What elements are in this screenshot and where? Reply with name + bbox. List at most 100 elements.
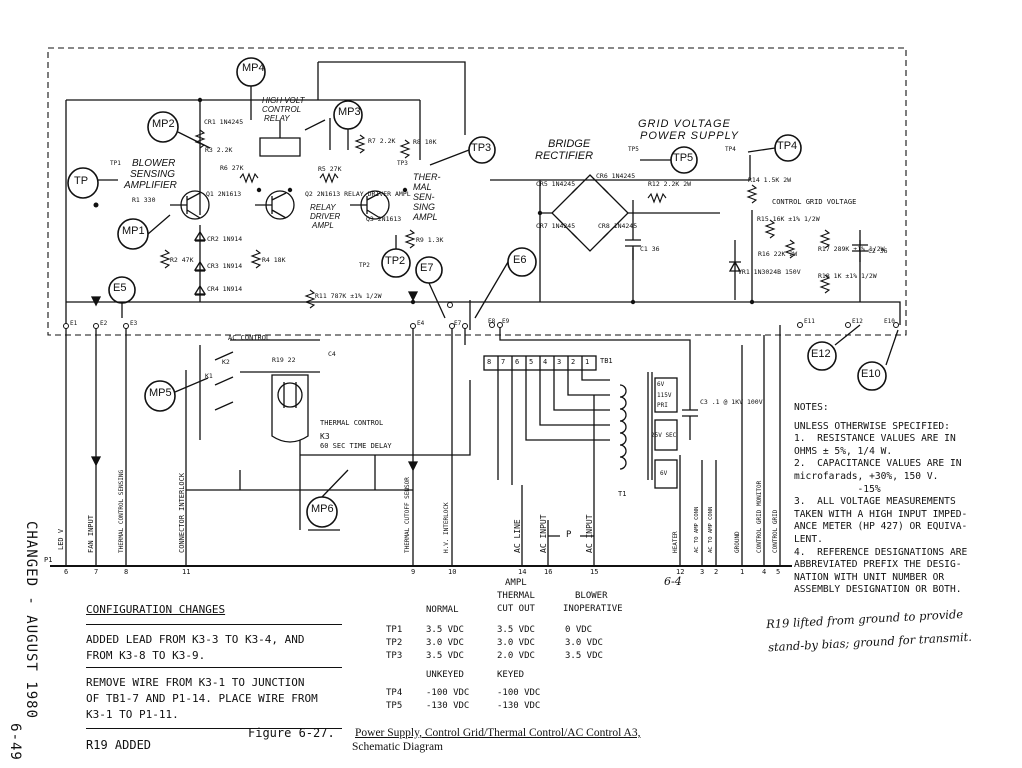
cr2-label: CR2 1N914 <box>207 235 243 243</box>
tp5-small-label: TP5 <box>628 146 639 153</box>
notes-line: 1. RESISTANCE VALUES ARE IN <box>794 433 956 445</box>
config-change-2c: K3-1 TO P1-11. <box>86 708 179 721</box>
table-header-inoperative: INOPERATIVE <box>563 604 623 614</box>
tb1-terminal-2: 2 <box>571 358 576 366</box>
notes-line: ABBREVIATED PREFIX THE DESIG- <box>794 559 962 571</box>
sensing-title: SENSING <box>130 169 176 180</box>
config-divider <box>86 667 342 668</box>
notes-line: NATION WITH UNIT NUMBER OR <box>794 571 945 583</box>
table-cell: 3.0 VDC <box>426 638 464 648</box>
p1-wire-label-fan: FAN INPUT <box>87 515 95 553</box>
e3-label: E3 <box>130 320 138 327</box>
handwritten-pin-mark: 6-4 <box>664 575 682 588</box>
r16-label: R16 22K 2W <box>758 250 798 258</box>
p1-wire-label-ac-line: AC LINE <box>513 519 522 553</box>
amplifier-title: AMPLIFIER <box>124 180 177 191</box>
e7-small-label: E7 <box>454 320 462 327</box>
control-title: CONTROL <box>262 105 302 114</box>
ac-line-marker: P <box>566 530 572 540</box>
p1-pin-4: 4 <box>762 568 767 576</box>
r17-label: R17 289K ±1% 1/2W <box>818 245 885 253</box>
bridge-rectifier <box>490 174 720 252</box>
table-cell: 3.5 VDC <box>497 625 535 635</box>
p1-pin-15: 15 <box>590 568 599 576</box>
e12-label: E12 <box>811 348 831 360</box>
grid-voltage-title: GRID VOLTAGE <box>638 118 731 130</box>
p1-wire-label-ground: GROUND <box>734 531 741 553</box>
blower-title: BLOWER <box>132 158 176 169</box>
table-row-tp: TP2 <box>386 638 403 648</box>
table-header-cutout: CUT OUT <box>497 604 535 614</box>
e10-small-label: E10 <box>884 318 895 325</box>
p1-wire-label-thermal-sensing: THERMAL CONTROL SENSING <box>118 469 125 553</box>
page-number-side-text: 6-49 <box>6 723 23 761</box>
p1-pin-7: 7 <box>94 568 99 576</box>
q3-label: Q3 2N1613 <box>366 215 402 223</box>
r18-label: R18 1K ±1% 1/2W <box>818 272 877 280</box>
e2-label: E2 <box>100 320 108 327</box>
high-volt-relay <box>259 118 331 157</box>
r7-label: R7 2.2K <box>368 137 396 145</box>
tp4-small-label: TP4 <box>725 146 736 153</box>
time-delay-label: 60 SEC TIME DELAY <box>320 442 392 450</box>
r6-label: R6 27K <box>220 164 244 172</box>
cr1-label: CR1 1N4245 <box>204 118 244 126</box>
mp4-label: MP4 <box>242 62 265 74</box>
tp2-callout-label: TP2 <box>385 255 406 267</box>
p1-wire-label-cutoff: THERMAL CUTOFF SENSOR <box>404 477 411 553</box>
changed-date-side-text: CHANGED - AUGUST 1980 <box>23 520 40 720</box>
p1-wire-label-grid: CONTROL GRID <box>772 509 779 553</box>
c4-label: C4 <box>328 350 336 358</box>
figure-subtitle: Schematic Diagram <box>352 741 444 753</box>
thermal-label-4: SING <box>413 202 436 212</box>
winding-5: 6V <box>660 470 668 477</box>
r19-label: R19 22 <box>272 356 296 364</box>
r14-label: R14 1.5K 2W <box>748 176 792 184</box>
figure-number: Figure 6-27. <box>248 726 335 740</box>
tp4-callout-label: TP4 <box>777 140 798 152</box>
e9-label: E9 <box>502 318 510 325</box>
p1-pin-2: 2 <box>714 568 719 576</box>
tp3-callout-label: TP3 <box>471 142 492 154</box>
t1-label: T1 <box>618 490 627 498</box>
cr6-label: CR6 1N4245 <box>596 172 636 180</box>
p1-wire-label-hv: H.V. INTERLOCK <box>443 502 450 553</box>
table-cell: 3.5 VDC <box>426 651 464 661</box>
r9-label: R9 1.3K <box>416 236 444 244</box>
power-supply-title: POWER SUPPLY <box>640 130 740 142</box>
config-change-2a: REMOVE WIRE FROM K3-1 TO JUNCTION <box>86 676 305 689</box>
bridge-title: BRIDGE <box>548 138 591 150</box>
notes-line: microfarads, +30%, 150 V. <box>794 470 939 482</box>
k1-label: K1 <box>205 372 213 380</box>
table-cell: 3.0 VDC <box>565 638 603 648</box>
tb1-terminal-6: 6 <box>515 358 520 366</box>
notes-heading: NOTES: <box>794 402 829 413</box>
tb1-terminal-1: 1 <box>585 358 590 366</box>
table-cell: 3.5 VDC <box>565 651 603 661</box>
ac-control-contacts <box>199 339 320 440</box>
e10-label: E10 <box>861 368 881 380</box>
p1-wire-label-ac-input-2: AC INPUT <box>585 514 594 553</box>
mp6-label: MP6 <box>311 503 334 515</box>
q3-transistor <box>350 190 390 220</box>
k2-label: K2 <box>222 358 230 366</box>
callout-circles <box>67 57 887 528</box>
table-row-tp: TP5 <box>386 701 403 711</box>
table-header-keyed: KEYED <box>497 670 525 680</box>
notes-line: ASSEMBLY DESIGNATION OR BOTH. <box>794 584 962 596</box>
relay-title: RELAY <box>264 114 290 123</box>
table-cell: -100 VDC <box>426 688 470 698</box>
table-header-ampl: AMPL <box>505 578 527 588</box>
e7-label: E7 <box>420 262 434 274</box>
notes-line: 4. REFERENCE DESIGNATIONS ARE <box>794 546 968 558</box>
notes-line: ANCE METER (HP 427) OR EQUIVA- <box>794 521 968 533</box>
c3-label: C3 .1 @ 1KV 100V <box>700 398 763 406</box>
diodes <box>193 225 207 302</box>
tp3-small-label: TP3 <box>397 160 408 167</box>
c1-label: C1 36 <box>640 245 660 253</box>
tp5-callout-label: TP5 <box>673 152 694 164</box>
relay-driver-3: AMPL <box>312 221 334 230</box>
p1-pin-3: 3 <box>700 568 705 576</box>
tb1-terminal-8: 8 <box>487 358 492 366</box>
